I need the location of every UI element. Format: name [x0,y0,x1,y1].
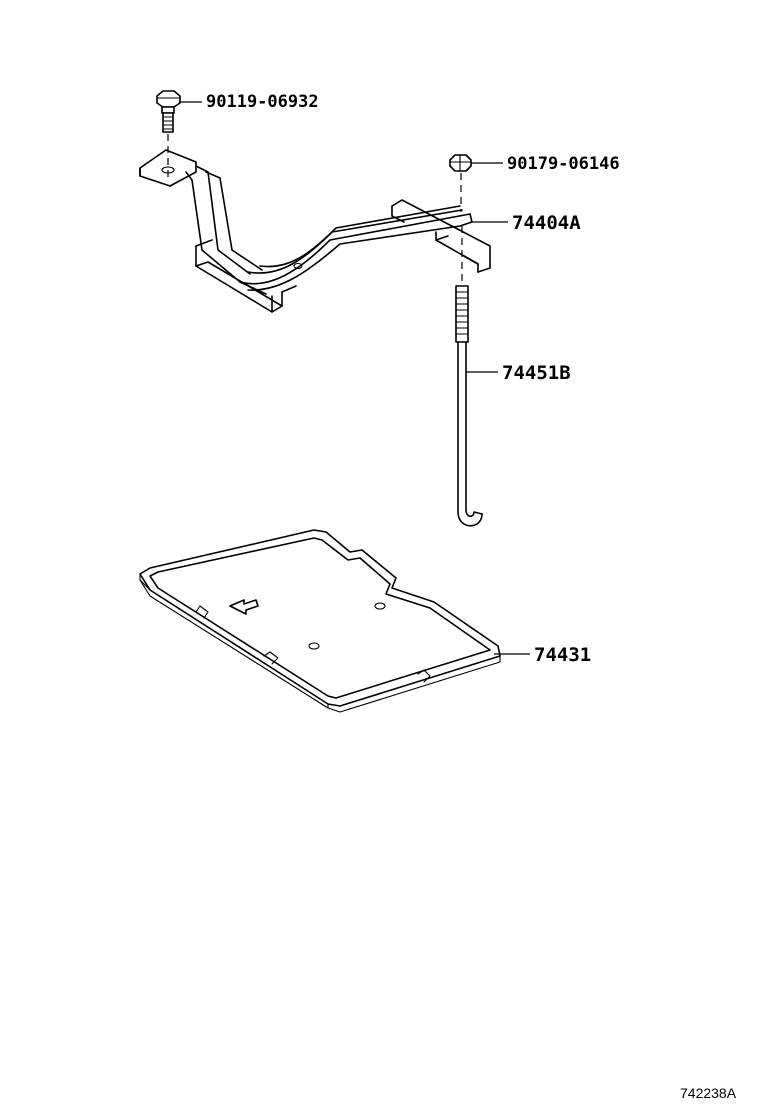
bolt-drawing [156,90,202,178]
nut-drawing [449,154,503,212]
clamp-drawing [139,149,508,313]
part-label-nut: 90179-06146 [507,154,620,174]
part-label-rod: 74451B [502,362,571,384]
figure-code: 742238A [680,1085,737,1101]
tray-drawing [139,529,530,713]
part-label-tray: 74431 [534,644,592,666]
part-label-bolt: 90119-06932 [206,92,319,112]
part-label-clamp: 74404A [512,212,581,234]
rod-drawing [455,285,498,527]
